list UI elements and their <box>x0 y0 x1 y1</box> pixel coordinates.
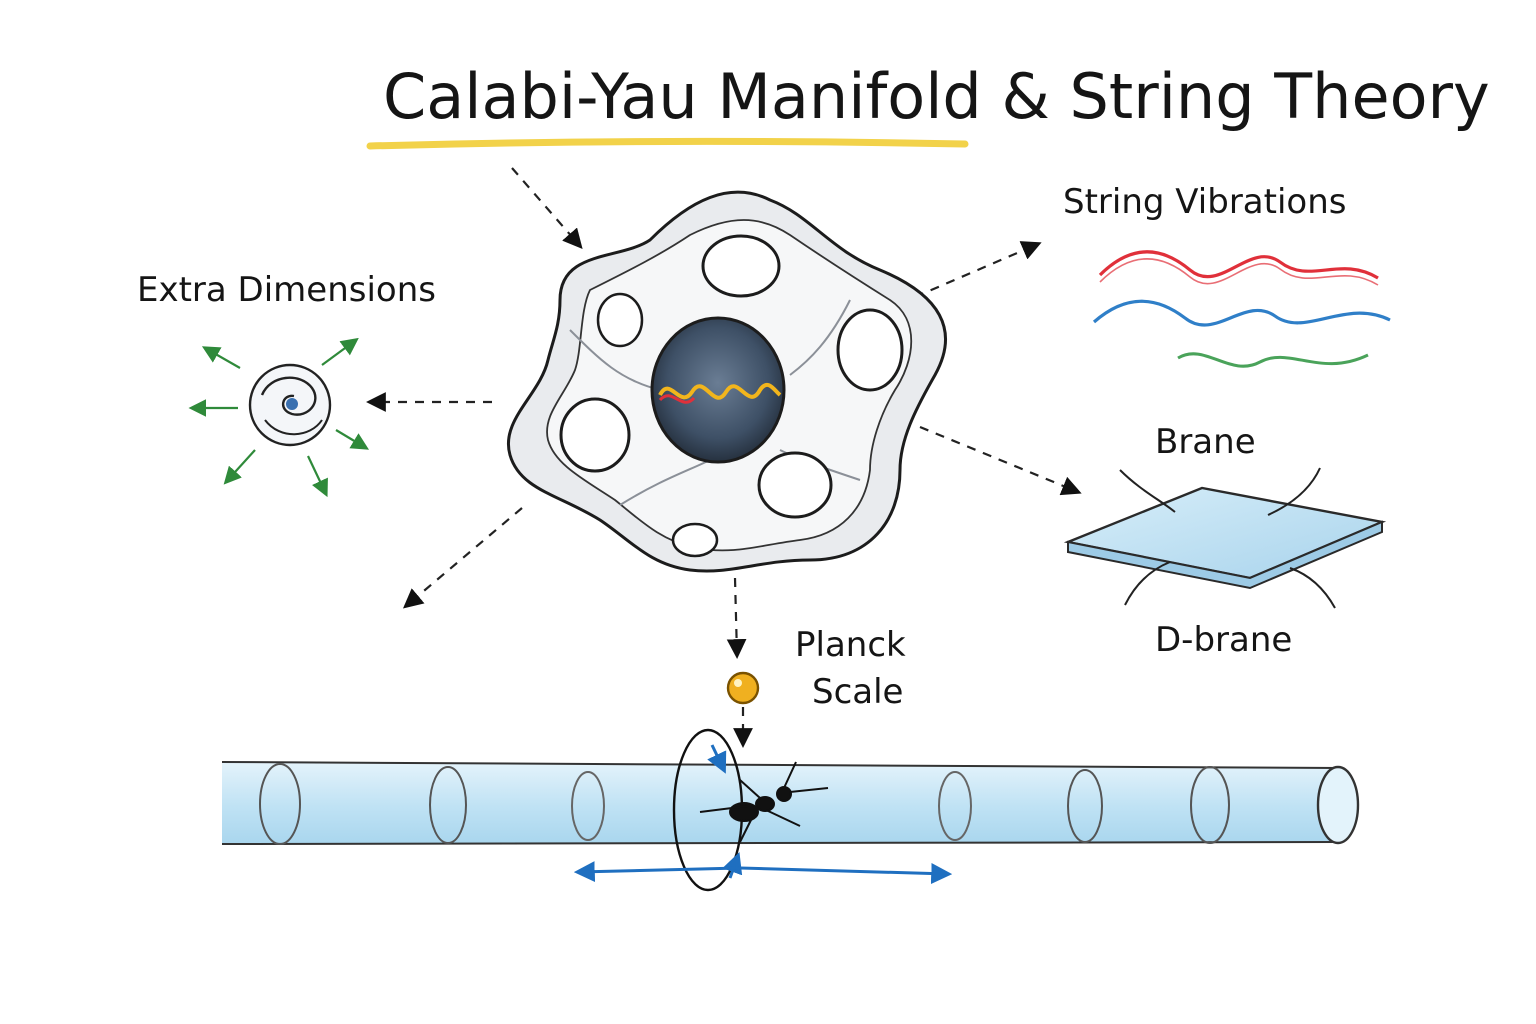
green-arrow-1 <box>201 346 241 369</box>
title-underline <box>366 137 969 150</box>
arrow-to-string-vibrations <box>914 241 1042 299</box>
brane-sheet-icon <box>1063 467 1387 609</box>
label-d-brane: D-brane <box>1155 620 1292 660</box>
blue-double-arrow-right <box>739 863 953 885</box>
arrow-down-left <box>402 507 523 609</box>
green-arrow-6 <box>307 455 328 498</box>
calabi-yau-manifold-icon <box>506 190 947 573</box>
green-arrow-5 <box>223 449 256 485</box>
string-vibrations-group: String Vibrations <box>1063 182 1391 368</box>
extra-dimensions-group: Extra Dimensions <box>137 270 436 498</box>
arrow-to-planck <box>726 577 747 659</box>
core-string-wave <box>658 382 782 400</box>
brane-group: Brane D-brane <box>1063 422 1387 660</box>
arrow-title-to-manifold <box>511 167 583 249</box>
wave-red <box>1098 250 1379 280</box>
arrow-to-brane <box>919 425 1082 496</box>
label-planck-line1: Planck <box>795 625 906 665</box>
compact-dimension-icon <box>248 363 332 447</box>
blue-rotation-arrow-top <box>707 744 727 774</box>
label-brane: Brane <box>1155 422 1256 462</box>
title-group: Calabi-Yau Manifold & String Theory <box>366 60 1490 150</box>
wave-green <box>1177 352 1369 368</box>
connector-arrows <box>366 167 1082 748</box>
green-arrow-2 <box>321 337 359 366</box>
ant-icon <box>699 761 829 843</box>
string-tube <box>221 728 1360 892</box>
page-title: Calabi-Yau Manifold & String Theory <box>383 60 1490 133</box>
label-planck-line2: Scale <box>812 672 903 712</box>
wave-blue <box>1092 299 1391 327</box>
label-string-vibrations: String Vibrations <box>1063 182 1346 222</box>
label-extra-dimensions: Extra Dimensions <box>137 270 436 310</box>
blue-double-arrow-left <box>573 861 741 883</box>
manifold-core <box>650 316 786 464</box>
planck-scale-group: Planck Scale <box>726 625 906 712</box>
green-arrow-4 <box>335 429 370 450</box>
planck-particle-icon <box>726 671 760 705</box>
